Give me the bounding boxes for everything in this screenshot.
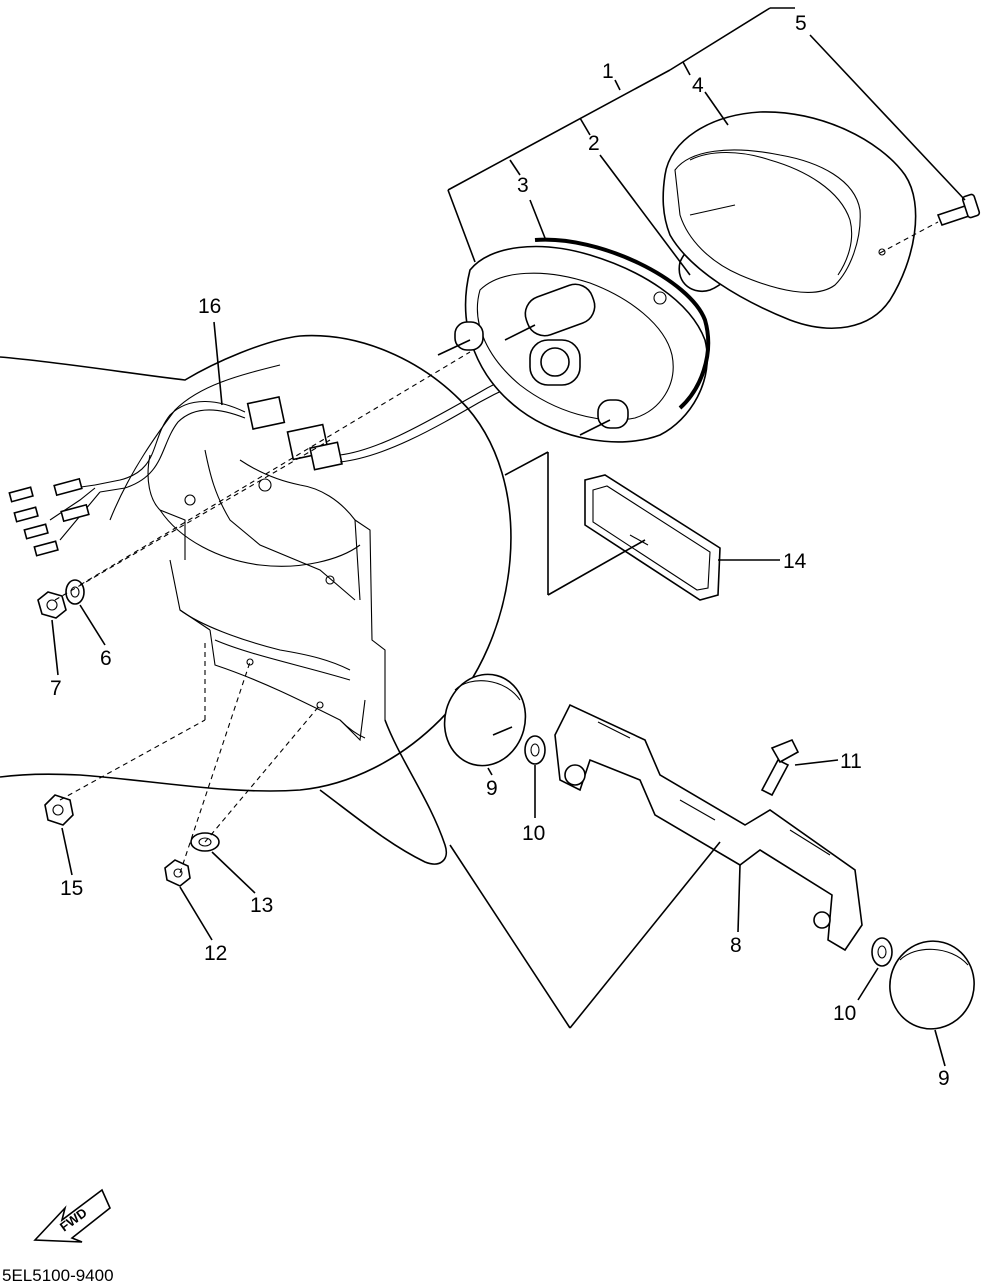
nut-7 [37, 591, 67, 619]
callout-2: 2 [588, 132, 600, 155]
callout-4: 4 [692, 74, 704, 97]
callout-14: 14 [783, 550, 807, 573]
callout-16: 16 [198, 295, 221, 318]
screw [879, 193, 981, 254]
harness-coupler [246, 396, 343, 471]
callout-10-left: 10 [522, 822, 545, 845]
rear-fender [0, 334, 512, 865]
callout-11: 11 [840, 750, 862, 773]
callout-3: 3 [517, 174, 529, 197]
callout-6: 6 [100, 647, 112, 670]
callout-13: 13 [250, 894, 273, 917]
bracket [554, 703, 863, 952]
reflector-right [889, 940, 975, 1030]
callout-10-right: 10 [833, 1002, 856, 1025]
callout-12: 12 [204, 942, 227, 965]
terminal-connectors [8, 477, 90, 557]
callout-8: 8 [730, 934, 742, 957]
nut-12 [164, 859, 191, 887]
callout-9-left: 9 [486, 777, 498, 800]
washer-10-left [524, 735, 546, 765]
bolt-11 [760, 738, 800, 797]
callout-7: 7 [50, 677, 62, 700]
callout-9-right: 9 [938, 1067, 950, 1090]
callout-1: 1 [602, 60, 614, 83]
callout-5: 5 [795, 12, 807, 35]
washer-10-right [871, 937, 893, 967]
wire-harness [8, 364, 546, 557]
callout-labels: 1 2 3 4 5 6 7 8 9 9 10 10 11 12 13 14 15… [50, 12, 950, 1090]
nut-15 [44, 794, 74, 826]
reflector-left [443, 673, 527, 767]
fwd-arrow-icon: FWD [33, 1188, 111, 1243]
taillight-base [437, 237, 711, 443]
leader-lines [51, 7, 966, 1067]
license-light [584, 474, 721, 601]
alignment-lines [54, 351, 471, 874]
diagram-code: 5EL5100-9400 [2, 1266, 114, 1283]
callout-15: 15 [60, 877, 83, 900]
lens [662, 111, 917, 329]
